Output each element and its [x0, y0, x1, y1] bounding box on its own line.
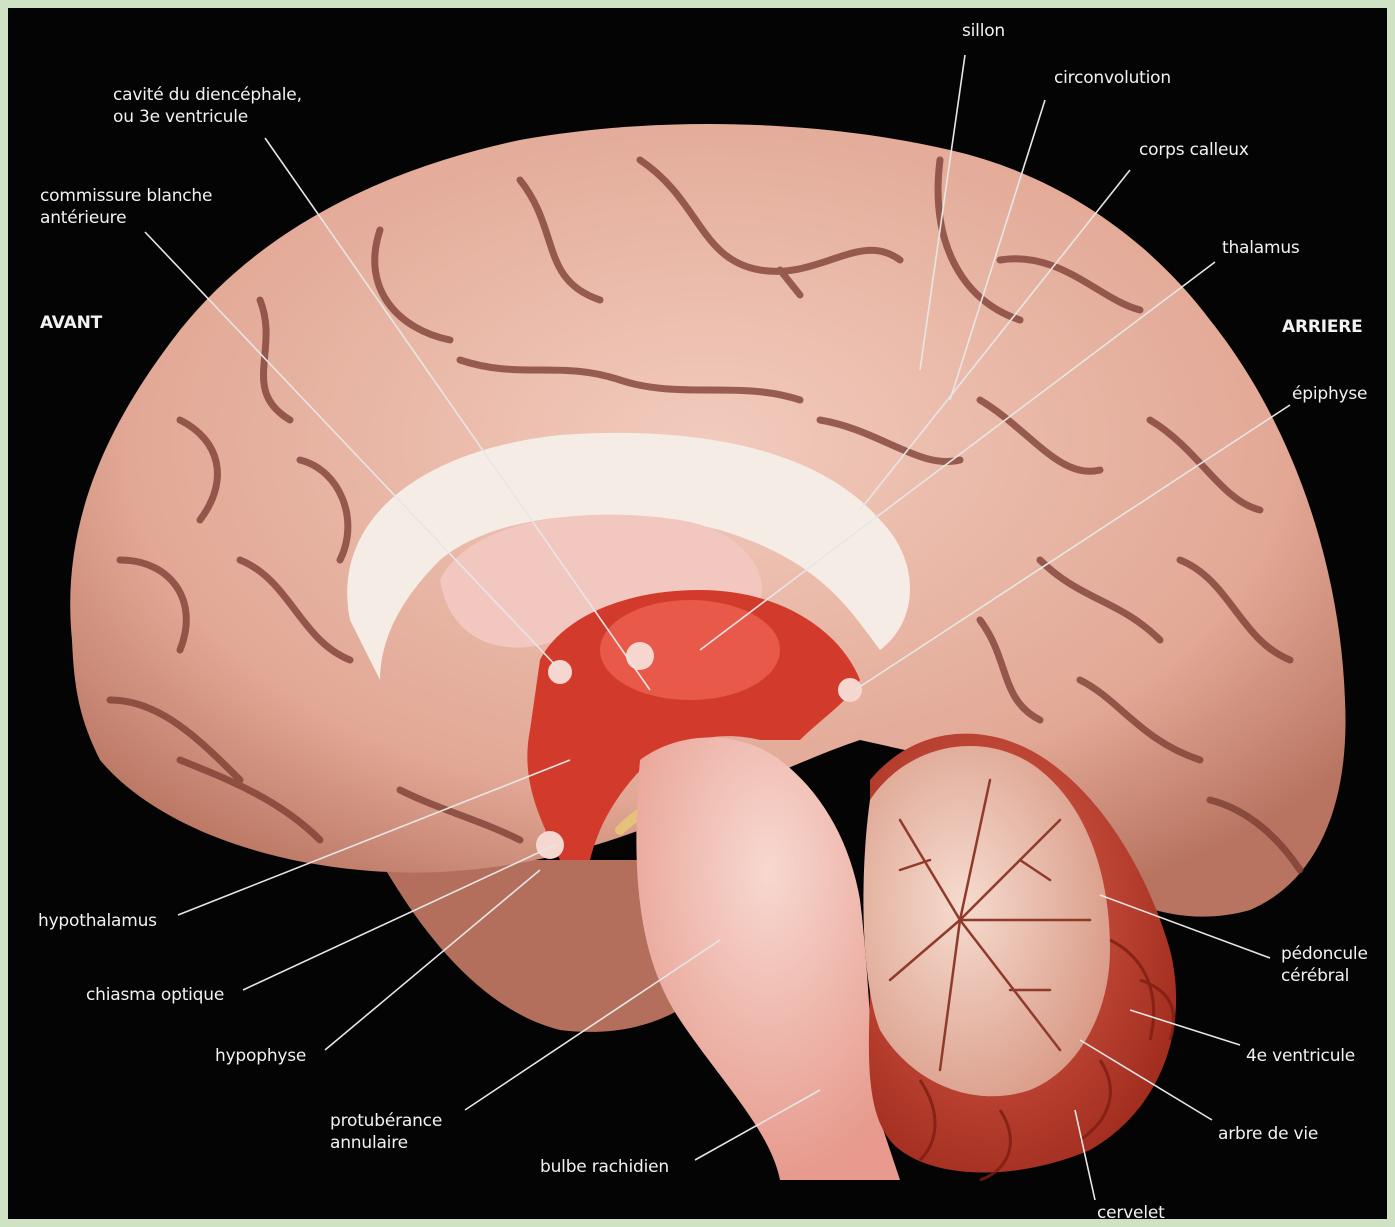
label-commissure-line2: antérieure: [40, 207, 212, 229]
label-protuberance-line2: annulaire: [330, 1132, 442, 1154]
label-pedoncule: pédoncule cérébral: [1281, 943, 1368, 987]
label-hypophyse: hypophyse: [215, 1045, 306, 1067]
label-commissure: commissure blanche antérieure: [40, 185, 212, 229]
label-protuberance-line1: protubérance: [330, 1110, 442, 1132]
label-cavite: cavité du diencéphale, ou 3e ventricule: [113, 84, 302, 128]
label-arbre: arbre de vie: [1218, 1123, 1318, 1145]
label-cavite-line2: ou 3e ventricule: [113, 106, 302, 128]
label-epiphyse: épiphyse: [1292, 383, 1367, 405]
label-cervelet: cervelet: [1097, 1202, 1165, 1224]
label-hypothalamus: hypothalamus: [38, 910, 157, 932]
brainstem-shape: [636, 738, 900, 1181]
label-chiasma: chiasma optique: [86, 984, 224, 1006]
label-pedoncule-line2: cérébral: [1281, 965, 1368, 987]
label-pedoncule-line1: pédoncule: [1281, 943, 1368, 965]
commissure-dot: [548, 660, 572, 684]
label-cavite-line1: cavité du diencéphale,: [113, 84, 302, 106]
epiphyse-dot: [838, 678, 862, 702]
label-commissure-line1: commissure blanche: [40, 185, 212, 207]
label-corps-calleux: corps calleux: [1139, 139, 1249, 161]
label-bulbe: bulbe rachidien: [540, 1156, 669, 1178]
label-sillon: sillon: [962, 20, 1005, 42]
label-thalamus: thalamus: [1222, 237, 1300, 259]
label-quatrieme: 4e ventricule: [1246, 1045, 1355, 1067]
label-protuberance: protubérance annulaire: [330, 1110, 442, 1154]
label-arriere: ARRIERE: [1282, 316, 1363, 338]
thalamus-shape: [600, 600, 780, 700]
label-avant: AVANT: [40, 312, 102, 334]
thalamus-dot: [626, 642, 654, 670]
label-circonvolution: circonvolution: [1054, 67, 1171, 89]
chiasma-dot: [536, 831, 564, 859]
